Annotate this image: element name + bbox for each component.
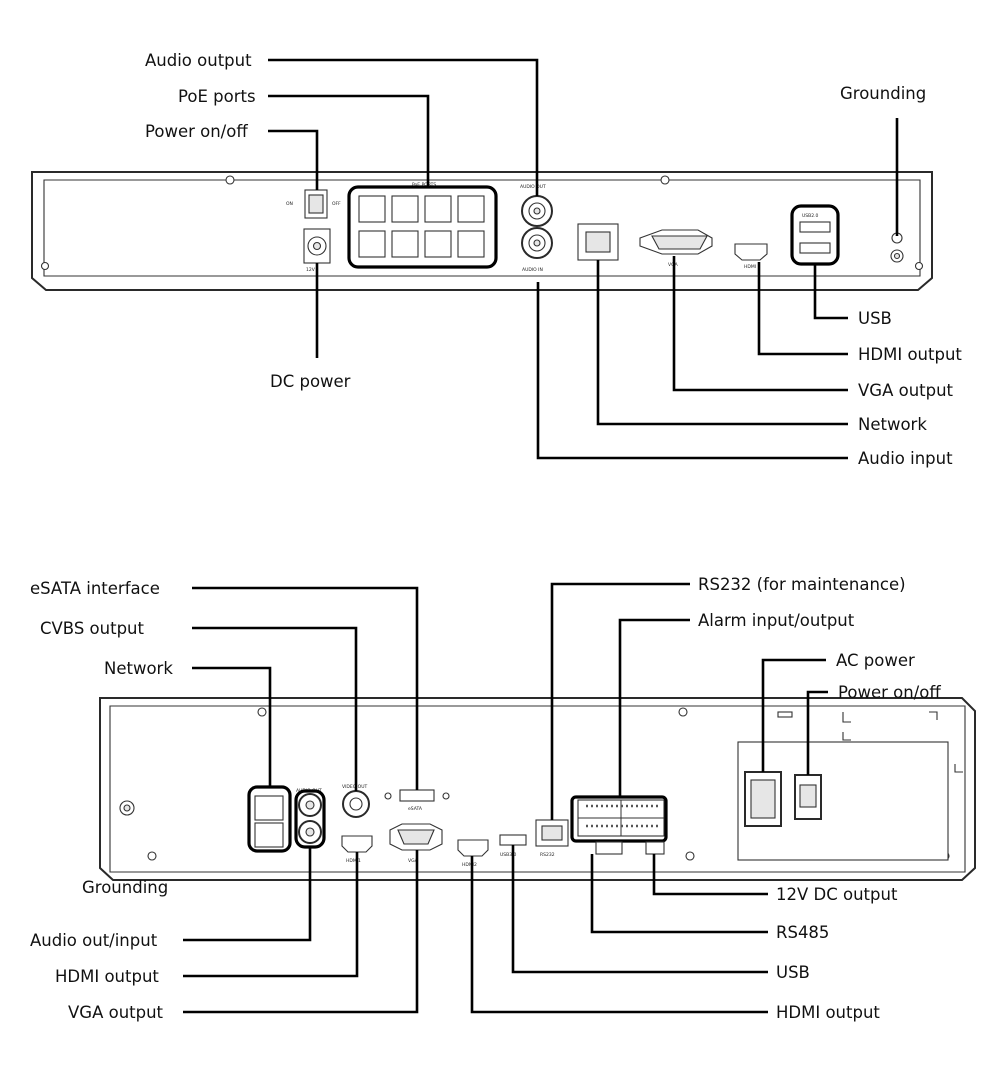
bottom-rs232-port: RS232 [535, 819, 569, 858]
top-vga-port: VGA [639, 229, 713, 268]
label-esata-interface: eSATA interface [30, 579, 160, 598]
usb-mark: USB2.0 [802, 213, 819, 219]
audio-out-mark: AUDIO OUT [520, 184, 546, 190]
usb-mark-bottom: USB3.0 [500, 852, 517, 858]
bottom-ac-inlet [744, 771, 782, 827]
bottom-audio-connectors: AUDIO OUT [294, 788, 326, 849]
label-hdmi-output-left: HDMI output [55, 967, 159, 986]
bottom-grounding-screw [119, 800, 135, 816]
label-poe-ports: PoE ports [178, 87, 256, 106]
label-vga-output: VGA output [858, 381, 954, 400]
bottom-power-switch [794, 774, 822, 820]
top-poe-ports: PoE PORTS [347, 182, 498, 269]
label-rs232: RS232 (for maintenance) [698, 575, 906, 594]
label-usb-bottom: USB [776, 963, 810, 982]
label-vga-output-bottom: VGA output [68, 1003, 164, 1022]
label-hdmi-output-right: HDMI output [776, 1003, 880, 1022]
label-alarm-io: Alarm input/output [698, 611, 855, 630]
bottom-esata-port: eSATA [384, 789, 450, 812]
off-mark: OFF [332, 201, 341, 207]
audio-in-mark: AUDIO IN [522, 267, 543, 273]
label-cvbs-output: CVBS output [40, 619, 145, 638]
top-audio-connectors: AUDIO OUT AUDIO IN [520, 184, 553, 273]
bottom-diagram: AUDIO OUT VIDEO OUT eSATA HDMI1 [30, 575, 976, 1022]
label-ac-power: AC power [836, 651, 915, 670]
top-hdmi-port: HDMI [734, 243, 768, 270]
on-mark: ON [286, 201, 293, 207]
label-usb: USB [858, 309, 892, 328]
hdmi-mark: HDMI [744, 264, 756, 270]
top-grounding-screw [890, 232, 904, 263]
dc-mark: 12V [306, 267, 316, 273]
label-power-on-off: Power on/off [145, 122, 248, 141]
label-network-bottom: Network [104, 659, 173, 678]
label-network: Network [858, 415, 927, 434]
esata-mark: eSATA [408, 806, 423, 812]
label-audio-input: Audio input [858, 449, 953, 468]
label-rs485: RS485 [776, 923, 829, 942]
bottom-hdmi2-port: HDMI2 [457, 839, 489, 868]
vga-mark-bottom: VGA [408, 858, 419, 864]
label-grounding: Grounding [840, 84, 926, 103]
label-audio-output: Audio output [145, 51, 252, 70]
bottom-vga-port: VGA [389, 823, 443, 864]
poe-mark: PoE PORTS [412, 182, 436, 188]
top-network-port [577, 223, 619, 261]
bottom-network-ports [247, 785, 292, 853]
hdmi1-mark: HDMI1 [346, 858, 361, 864]
hdmi2-mark: HDMI2 [462, 862, 477, 868]
label-12v-dc-output: 12V DC output [776, 885, 898, 904]
top-diagram: ON OFF 12V PoE PORTS AUDIO OUT [31, 51, 962, 468]
label-dc-power: DC power [270, 372, 351, 391]
label-power-on-off-bottom: Power on/off [838, 683, 941, 702]
bottom-hdmi1-port: HDMI1 [341, 835, 373, 864]
rs232-mark: RS232 [540, 852, 555, 858]
label-audio-out-input: Audio out/input [30, 931, 158, 950]
label-grounding-bottom: Grounding [82, 878, 168, 897]
bottom-alarm-terminal [570, 795, 668, 855]
label-hdmi-output: HDMI output [858, 345, 962, 364]
